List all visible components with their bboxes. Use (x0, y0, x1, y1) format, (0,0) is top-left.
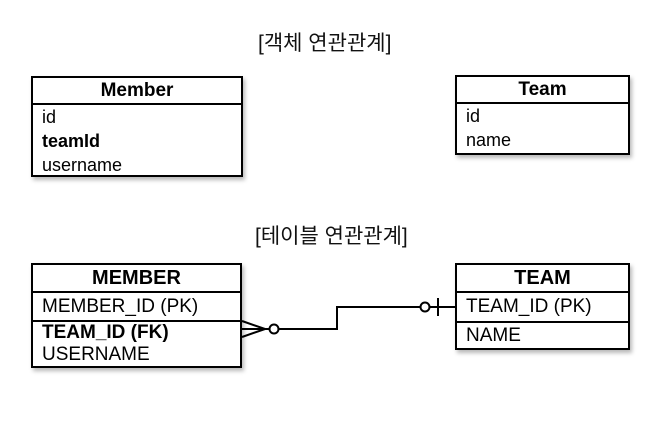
member-table-pk-row: MEMBER_ID (PK) (33, 293, 240, 322)
entity-member-title: Member (33, 78, 241, 105)
crow-foot-top-prong-icon (241, 320, 266, 330)
team-table-name-row: NAME (466, 325, 521, 346)
entity-member-fields: id teamId username (33, 105, 241, 177)
entity-box-team: Team id name (455, 75, 630, 155)
member-table-username-row: USERNAME (42, 344, 150, 365)
table-box-member: MEMBER MEMBER_ID (PK) TEAM_ID (FK) USERN… (31, 263, 242, 368)
table-member-title: MEMBER (33, 265, 240, 293)
table-team-title: TEAM (457, 265, 628, 293)
table-box-team: TEAM TEAM_ID (PK) NAME (455, 263, 630, 350)
member-field-id: id (42, 107, 57, 127)
zero-or-one-circle-icon (419, 301, 431, 313)
entity-team-fields: id name (457, 104, 628, 152)
object-section-title: [객체 연관관계] (258, 32, 392, 55)
team-table-pk-row: TEAM_ID (PK) (457, 293, 628, 323)
zero-or-many-circle-icon (268, 323, 280, 335)
team-field-name: name (466, 130, 512, 150)
table-section-title: [테이블 연관관계] (255, 225, 408, 248)
member-field-teamid: teamId (42, 131, 101, 151)
member-table-fk-row: TEAM_ID (FK) (42, 322, 169, 343)
team-field-id: id (466, 106, 481, 126)
entity-box-member: Member id teamId username (31, 76, 243, 177)
crow-foot-bottom-prong-icon (241, 328, 266, 338)
connector-line (278, 306, 421, 330)
member-field-username: username (42, 155, 123, 175)
entity-team-title: Team (457, 77, 628, 104)
